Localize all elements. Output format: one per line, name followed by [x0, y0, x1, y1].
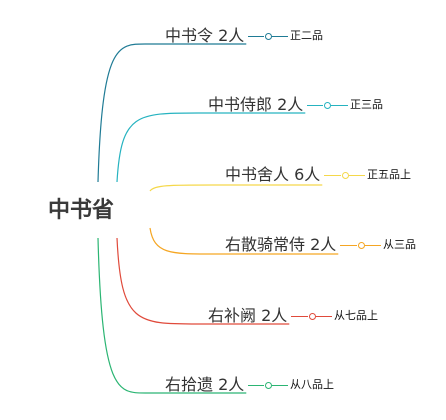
collapse-toggle-icon[interactable] — [264, 381, 272, 389]
rank-label: 从七品上 — [334, 309, 378, 322]
branch-label: 中书舍人 6人 — [225, 165, 321, 184]
branch-label: 中书侍郎 2人 — [208, 95, 304, 114]
collapse-toggle-icon[interactable] — [323, 101, 331, 109]
collapse-toggle-icon[interactable] — [341, 171, 349, 179]
collapse-toggle-icon[interactable] — [308, 312, 316, 320]
root-node-label[interactable]: 中书省 — [48, 198, 115, 223]
branch-label: 中书令 2人 — [165, 26, 245, 45]
branch-link-curve — [116, 237, 290, 325]
connector-line — [340, 245, 357, 246]
leaf-connector-line — [349, 175, 365, 176]
branch-link-curve — [149, 227, 339, 255]
leaf-connector-line — [272, 36, 288, 37]
branch-link-curve — [116, 112, 306, 183]
connector-line — [248, 385, 264, 386]
rank-label: 从八品上 — [290, 378, 334, 391]
collapse-toggle-icon[interactable] — [357, 241, 365, 249]
rank-label: 正三品 — [350, 98, 383, 111]
rank-label: 从三品 — [383, 238, 416, 251]
leaf-connector-line — [365, 245, 381, 246]
branch-label: 右补阙 2人 — [208, 306, 288, 325]
collapse-toggle-icon[interactable] — [264, 32, 272, 40]
leaf-connector-line — [331, 105, 348, 106]
connector-line — [307, 105, 323, 106]
rank-label: 正二品 — [290, 29, 323, 42]
branch-label: 右散骑常侍 2人 — [225, 235, 337, 254]
branch-link-curve — [149, 184, 323, 192]
branch-link-curve — [97, 43, 247, 183]
leaf-connector-line — [316, 316, 332, 317]
rank-label: 正五品上 — [367, 168, 411, 181]
connector-line — [248, 36, 264, 37]
branch-label: 右拾遗 2人 — [165, 375, 245, 394]
connector-line — [291, 316, 308, 317]
connector-line — [324, 175, 341, 176]
branch-link-curve — [97, 237, 247, 394]
leaf-connector-line — [272, 385, 288, 386]
